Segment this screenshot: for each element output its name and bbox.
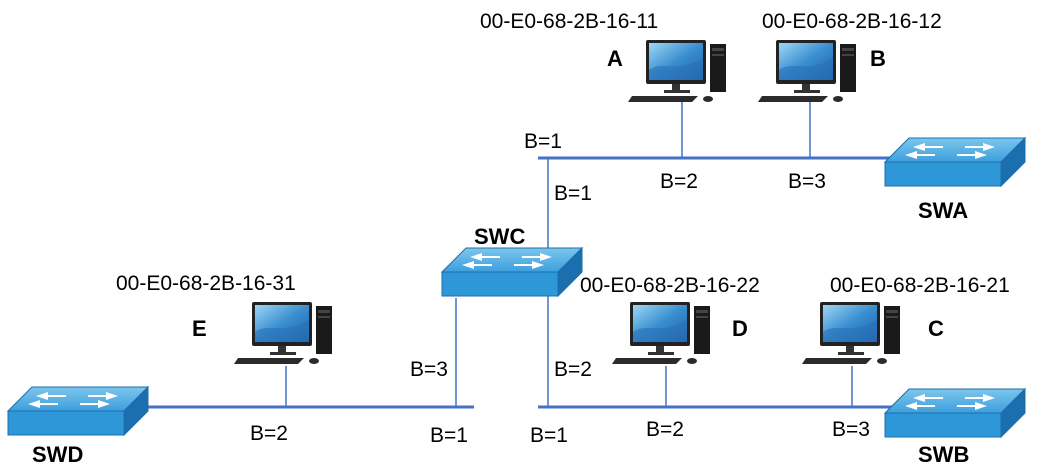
- host-label-b: B: [870, 46, 886, 71]
- host-label-a: A: [607, 46, 623, 71]
- port-label-br-b1: B=1: [530, 424, 568, 447]
- computer-e[interactable]: [234, 302, 332, 364]
- port-label-top-b3: B=3: [788, 170, 826, 193]
- wires: [140, 101, 900, 409]
- switch-swa[interactable]: [884, 137, 1026, 187]
- switch-label-swb: SWB: [918, 442, 969, 467]
- switch-swc[interactable]: [441, 247, 583, 297]
- port-label-top-b2: B=2: [660, 170, 698, 193]
- mac-d: 00-E0-68-2B-16-22: [580, 274, 760, 297]
- port-label-bl-b1: B=1: [430, 424, 468, 447]
- mac-a: 00-E0-68-2B-16-11: [480, 10, 658, 33]
- host-label-d: D: [732, 316, 748, 341]
- switch-label-swa: SWA: [918, 198, 968, 223]
- port-label-br-b2: B=2: [646, 418, 684, 441]
- host-label-e: E: [192, 316, 207, 341]
- mac-b: 00-E0-68-2B-16-12: [762, 10, 942, 33]
- port-label-swc-b3: B=3: [410, 358, 448, 381]
- switch-swb[interactable]: [884, 388, 1026, 438]
- mac-e: 00-E0-68-2B-16-31: [116, 272, 296, 295]
- computer-c[interactable]: [802, 302, 900, 364]
- mac-c: 00-E0-68-2B-16-21: [830, 274, 1010, 297]
- host-label-c: C: [928, 316, 944, 341]
- switch-label-swd: SWD: [32, 442, 83, 467]
- port-label-top-b1: B=1: [524, 130, 562, 153]
- switch-label-swc: SWC: [474, 224, 525, 249]
- port-label-br-b3: B=3: [832, 418, 870, 441]
- computer-a[interactable]: [628, 40, 726, 102]
- computer-b[interactable]: [758, 40, 856, 102]
- computer-d[interactable]: [612, 302, 710, 364]
- switch-swd[interactable]: [7, 386, 149, 436]
- port-label-swc-b1: B=1: [554, 182, 592, 205]
- port-label-swc-b2: B=2: [554, 358, 592, 381]
- port-label-bl-b2: B=2: [250, 422, 288, 445]
